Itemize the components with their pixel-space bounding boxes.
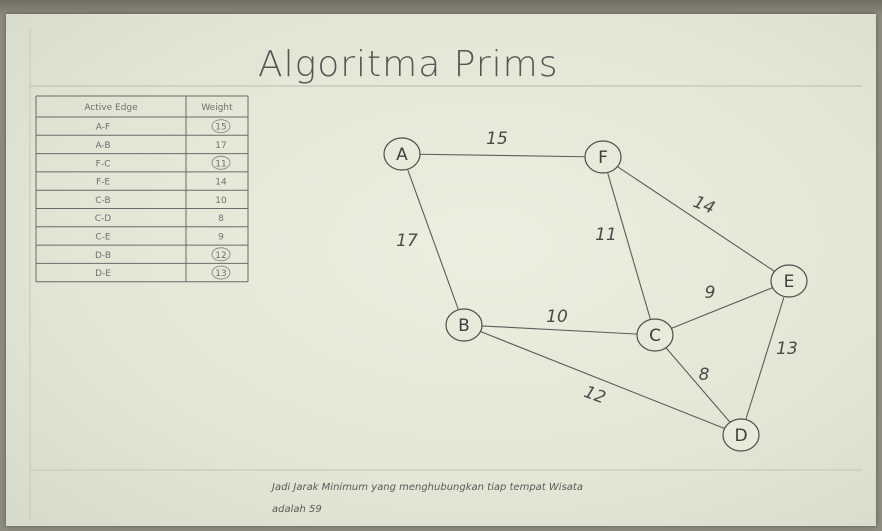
node-circle [770,264,808,298]
node-e: E [770,264,808,298]
weight-cell: 12 [215,251,226,261]
node-d: D [722,418,760,452]
edge-a-b [407,169,459,310]
edge-f-e [616,165,776,273]
edge-cell: A-F [96,123,110,133]
selected-weight-circle [211,155,231,170]
node-circle [383,137,421,171]
node-circle [636,318,674,352]
table-row: A-B 17 [95,141,226,151]
table-header-weight: Weight [201,103,233,113]
edge-weight-c-e: 9 [705,283,716,303]
node-f: F [584,140,622,174]
selected-weight-circle [211,265,231,280]
page-title: Algoritma Prims [258,44,558,85]
edge-cell: C-E [95,232,111,242]
edge-a-f [418,153,587,158]
edge-b-c [480,325,639,335]
edge-weight-f-c: 11 [595,225,617,245]
table-row: C-B 10 [95,196,227,206]
graph-nodes: A F B C E D [383,137,808,452]
edge-cell: D-E [95,269,111,279]
edge-cell: F-E [96,178,110,188]
weight-cell: 15 [215,123,226,133]
node-circle [722,418,760,452]
weight-cell: 10 [215,196,227,206]
selected-weight-circle [211,247,231,262]
table-row: C-E 9 [95,232,224,242]
table-row: A-F 15 [96,119,231,134]
selected-weight-circle [211,119,231,134]
edge-weight-a-b: 17 [396,231,418,251]
table-row: D-E 13 [95,265,231,280]
node-circle [445,308,483,342]
edge-c-d [665,347,731,423]
table-row: F-C 11 [96,155,231,170]
weight-cell: 13 [215,269,226,279]
node-label: F [598,148,608,168]
node-label: B [458,316,470,336]
edge-weight-a-f: 15 [486,129,508,149]
edge-cell: C-B [95,196,110,206]
edge-f-c [607,173,651,319]
weight-cell: 9 [218,232,224,242]
edge-cell: A-B [95,141,110,151]
table-row: F-E 14 [96,178,227,188]
node-circle [584,140,622,174]
node-a: A [383,137,421,171]
node-label: D [734,426,747,446]
weight-cell: 14 [215,178,227,188]
table-row: C-D 8 [95,214,224,224]
node-b: B [445,308,483,342]
weight-cell: 11 [215,159,226,169]
edge-cell: C-D [95,214,112,224]
edge-b-d [479,330,726,430]
conclusion-line-1: Jadi Jarak Minimum yang menghubungkan ti… [270,482,583,493]
graph-edges: 15 17 11 14 10 9 8 12 13 [396,129,798,430]
edge-cell: D-B [95,251,111,261]
edge-weight-f-e: 14 [690,192,718,219]
edge-weight-e-d: 13 [776,339,798,359]
edge-e-d [745,297,785,419]
edge-c-e [670,286,774,330]
weight-cell: 8 [218,214,224,224]
table-header-edge: Active Edge [84,103,138,113]
edge-weight-b-d: 12 [581,382,608,408]
edge-weight-c-d: 8 [699,365,710,385]
weight-cell: 17 [215,141,226,151]
table-row: D-B 12 [95,247,231,262]
edge-cell: F-C [96,159,111,169]
node-label: E [784,272,795,292]
edge-weight-b-c: 10 [546,307,568,327]
node-c: C [636,318,674,352]
conclusion-line-2: adalah 59 [272,504,322,515]
node-label: A [396,145,408,165]
node-label: C [649,326,661,346]
